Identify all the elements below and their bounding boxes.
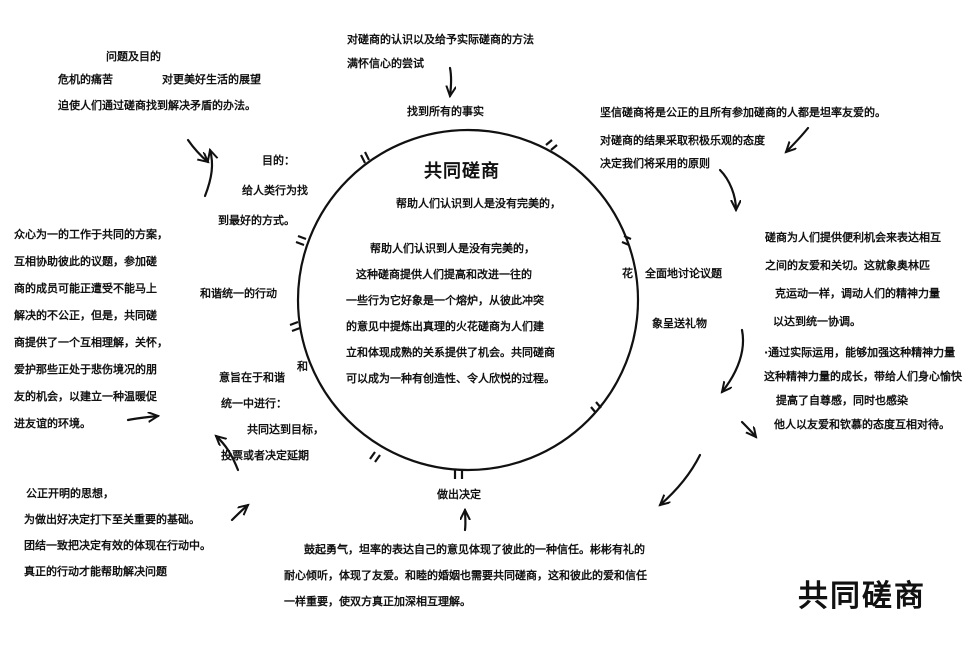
- arrow-left-low: [216, 436, 240, 472]
- arrow-top-down: [450, 66, 451, 96]
- right-low-line: ·通过实际运用，能够加强这种精神力量: [764, 346, 956, 359]
- right-mid-block: 磋商为人们提供便利机会来表达相互 之间的友爱和关切。这就象奥林匹 克运动一样，调…: [765, 224, 941, 336]
- top-note-line: 满怀信心的尝试: [347, 57, 424, 70]
- bottom-left-line: 公正开明的思想，: [26, 487, 114, 500]
- right-low-line: 这种精神力量的成长，带给人们身心愉快: [764, 370, 962, 383]
- right-low-line: 他人以友爱和钦慕的态度互相对待。: [774, 418, 950, 431]
- goal-line: 到最好的方式。: [218, 214, 295, 227]
- bottom-center-line: 一样重要，使双方真正加深相互理解。: [284, 595, 471, 608]
- left-inner-line: 统一中进行：: [221, 397, 287, 410]
- right-mid-line: 之间的友爱和关切。这就象奥林匹: [765, 259, 930, 272]
- left-inner-side: 和: [297, 360, 308, 373]
- bottom-center-line: 鼓起勇气，坦率的表达自己的意见体现了彼此的一种信任。彬彬有礼的: [304, 543, 645, 556]
- circle-tick: [595, 401, 602, 409]
- left-text-line: 众心为一的工作于共同的方案，: [14, 228, 168, 241]
- left-text-line: 爱护那些正处于悲伤境况的朋: [14, 363, 157, 376]
- left-inner-line: 投票或者决定延期: [221, 449, 309, 462]
- goal-line: 给人类行为找: [242, 184, 308, 197]
- node-harmonious-action: 和谐统一的行动: [200, 287, 277, 300]
- bottom-left-line: 团结一致把决定有效的体现在行动中。: [24, 539, 211, 552]
- goal-block: 目的： 给人类行为找 到最好的方式。: [218, 146, 308, 236]
- node-find-facts: 找到所有的事实: [407, 105, 484, 118]
- left-inner-line: 共同达到目标，: [247, 423, 324, 436]
- center-body: 帮助人们认识到人是没有完美的， 这种磋商提供人们提高和改进一往的 一些行为它好象…: [346, 236, 555, 392]
- cycle-circle: [296, 128, 640, 472]
- center-body-line: 这种磋商提供人们提高和改进一往的: [356, 268, 532, 281]
- left-text-line: 商的成员可能正遭受不能马上: [14, 282, 157, 295]
- purpose-crisis: 危机的痛苦: [58, 73, 113, 86]
- circle-tick: [374, 454, 381, 463]
- right-mid-line: 以达到统一协调。: [773, 315, 861, 328]
- corner-title: 共同磋商: [798, 579, 926, 614]
- right-top-line-1: 坚信磋商将是公正的且所有参加磋商的人都是坦率友爱的。: [600, 106, 886, 119]
- top-note-line: 对磋商的认识以及给予实际磋商的方法: [347, 33, 534, 46]
- arrow-right-bottom: [660, 453, 702, 505]
- left-text-block: 众心为一的工作于共同的方案， 互相协助彼此的议题，参加磋 商的成员可能正遭受不能…: [14, 221, 168, 437]
- arrow-bottom-left: [230, 505, 248, 522]
- bottom-center-line: 耐心倾听，体现了友爱。和睦的婚姻也需要共同磋商，这和彼此的爱和信任: [284, 569, 647, 582]
- node-discuss-issues: 全面地讨论议题: [645, 267, 722, 280]
- center-body-line: 立和体现成熟的关系提供了机会。共同磋商: [346, 346, 555, 359]
- center-body-line: 一些行为它好象是一个熔炉，从彼此冲突: [346, 294, 544, 307]
- right-top-line-2: 对磋商的结果采取积极乐观的态度: [600, 134, 765, 147]
- purpose-heading: 问题及目的: [106, 50, 161, 63]
- circle-tick: [550, 144, 558, 151]
- circle-tick: [621, 240, 630, 247]
- arrow-right-down-1: [718, 168, 736, 210]
- circle-tick: [623, 234, 632, 241]
- goal-line: 目的：: [262, 154, 295, 167]
- bottom-left-line: 真正的行动才能帮助解决问题: [24, 565, 167, 578]
- circle-tick: [360, 154, 366, 164]
- bottom-center-block: 鼓起勇气，坦率的表达自己的意见体现了彼此的一种信任。彬彬有礼的 耐心倾听，体现了…: [284, 537, 647, 615]
- bottom-left-block: 公正开明的思想， 为做出好决定打下至关重要的基础。 团结一致把决定有效的体现在行…: [24, 481, 211, 585]
- bottom-left-line: 为做出好决定打下至关重要的基础。: [24, 513, 200, 526]
- node-flower: 花: [622, 267, 633, 280]
- circle-tick: [295, 240, 305, 247]
- center-title: 共同磋商: [424, 161, 500, 182]
- right-mid-line: 克运动一样，调动人们的精神力量: [775, 287, 940, 300]
- arrow-left-mid: [126, 416, 158, 420]
- top-note: 对磋商的认识以及给予实际磋商的方法 满怀信心的尝试: [347, 28, 534, 76]
- right-top-line-3: 决定我们将采用的原则: [600, 157, 710, 170]
- circle-tick: [297, 234, 307, 241]
- circle-tick: [289, 320, 299, 327]
- arrow-right-top: [786, 126, 810, 152]
- arrow-right-low: [740, 420, 756, 437]
- left-inner-block: 意旨在于和谐 统一中进行： 共同达到目标， 投票或者决定延期: [219, 365, 324, 469]
- purpose-hope: 对更美好生活的展望: [162, 73, 261, 86]
- node-make-decision: 做出决定: [437, 488, 481, 501]
- center-subtitle: 帮助人们认识到人是没有完美的，: [396, 197, 561, 210]
- circle-tick: [364, 151, 370, 161]
- arrow-left-up-2: [186, 138, 208, 162]
- left-inner-line: 意旨在于和谐: [219, 371, 285, 384]
- node-gift: 象呈送礼物: [652, 317, 707, 330]
- right-low-line: 提高了自尊感，同时也感染: [776, 394, 908, 407]
- circle-tick: [369, 451, 376, 460]
- right-mid-line: 磋商为人们提供便利机会来表达相互: [765, 231, 941, 244]
- circle-tick: [291, 326, 301, 333]
- left-text-line: 进友谊的环境。: [14, 417, 91, 430]
- right-low-block: ·通过实际运用，能够加强这种精神力量 这种精神力量的成长，带给人们身心愉快 提高…: [764, 341, 962, 437]
- purpose-line: 迫使人们通过磋商找到解决矛盾的办法。: [58, 99, 256, 112]
- arrow-left-up-1: [203, 150, 212, 198]
- center-body-line: 可以成为一种有创造性、令人欣悦的过程。: [346, 372, 555, 385]
- left-text-line: 解决的不公正，但是，共同磋: [14, 309, 157, 322]
- center-body-line: 的意见中提炼出真理的火花磋商为人们建: [346, 320, 544, 333]
- center-body-line: 帮助人们认识到人是没有完美的，: [370, 242, 535, 255]
- circle-tick: [545, 139, 553, 146]
- arrow-right-mid: [722, 328, 745, 392]
- left-text-line: 友的机会，以建立一种温暖促: [14, 390, 157, 403]
- left-text-line: 商提供了一个互相理解，关怀，: [14, 336, 168, 349]
- circle-tick: [590, 406, 597, 414]
- left-text-line: 互相协助彼此的议题，参加磋: [14, 255, 157, 268]
